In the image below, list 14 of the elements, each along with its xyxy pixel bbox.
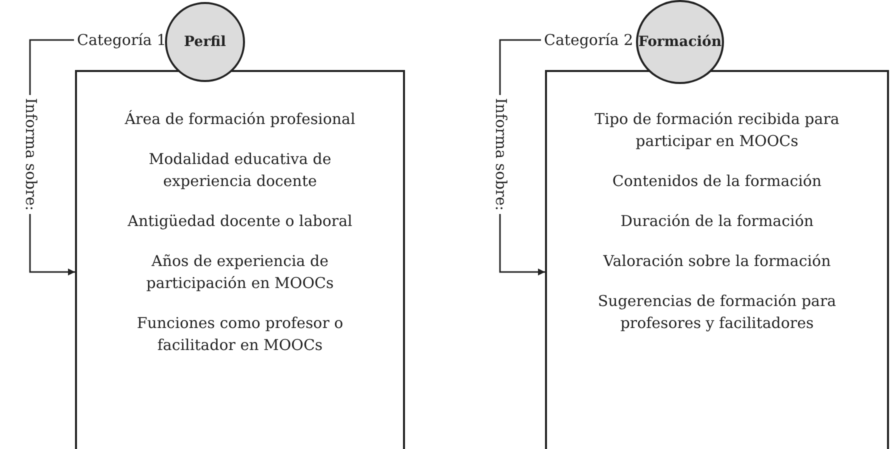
list-item: Área de formación profesional (124, 109, 356, 130)
list-item: Años de experiencia de participación en MOOCs (145, 251, 335, 294)
list-item: Sugerencias de formación para profesores y facilitadores (596, 291, 838, 334)
category-panel (545, 70, 889, 449)
list-item: Modalidad educativa de experiencia docente (148, 149, 332, 192)
category-circle: Perfil (165, 2, 245, 82)
category-circle: Formación (636, 0, 724, 84)
list-item: Antigüedad docente o laboral (128, 211, 352, 232)
list-item: Duración de la formación (620, 211, 814, 232)
list-item: Contenidos de la formación (612, 171, 822, 192)
list-item: Tipo de formación recibida para participar en MOOCs (594, 109, 840, 152)
list-item: Funciones como profesor o facilitador en MOOCs (136, 313, 344, 356)
category-panel (75, 70, 405, 449)
list-item: Valoración sobre la formación (603, 251, 831, 272)
